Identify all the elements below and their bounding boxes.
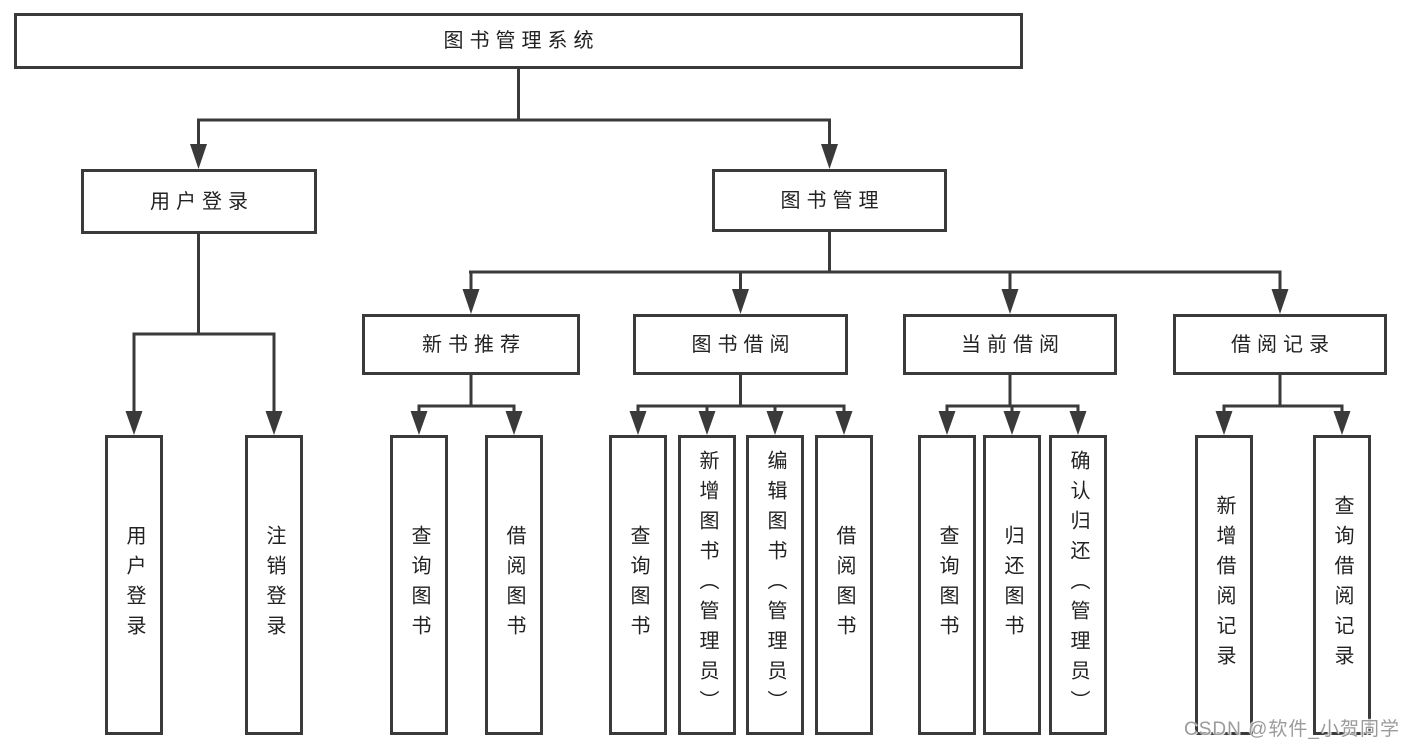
node-root: 图书管理系统 <box>14 13 1023 69</box>
leaf-user-login: 用户登录 <box>105 435 163 735</box>
node-new-book-recommend: 新书推荐 <box>362 314 580 375</box>
leaf-logout: 注销登录 <box>245 435 303 735</box>
leaf-confirm-return-admin: 确认归还（管理员） <box>1049 435 1107 735</box>
leaf-query-borrow-record: 查询借阅记录 <box>1313 435 1371 735</box>
node-current-borrow: 当前借阅 <box>903 314 1117 375</box>
leaf-borrow-books: 借阅图书 <box>815 435 873 735</box>
leaf-borrow-books-recommend: 借阅图书 <box>485 435 543 735</box>
leaf-return-book: 归还图书 <box>983 435 1041 735</box>
node-book-borrow: 图书借阅 <box>633 314 848 375</box>
leaf-query-books-borrow: 查询图书 <box>609 435 667 735</box>
leaf-add-borrow-record: 新增借阅记录 <box>1195 435 1253 735</box>
leaf-query-books-recommend: 查询图书 <box>390 435 448 735</box>
node-borrow-records: 借阅记录 <box>1173 314 1387 375</box>
leaf-edit-book-admin: 编辑图书（管理员） <box>746 435 804 735</box>
node-book-management: 图书管理 <box>712 169 947 232</box>
node-user-login: 用户登录 <box>81 169 317 234</box>
leaf-query-books-current: 查询图书 <box>918 435 976 735</box>
leaf-add-book-admin: 新增图书（管理员） <box>678 435 736 735</box>
